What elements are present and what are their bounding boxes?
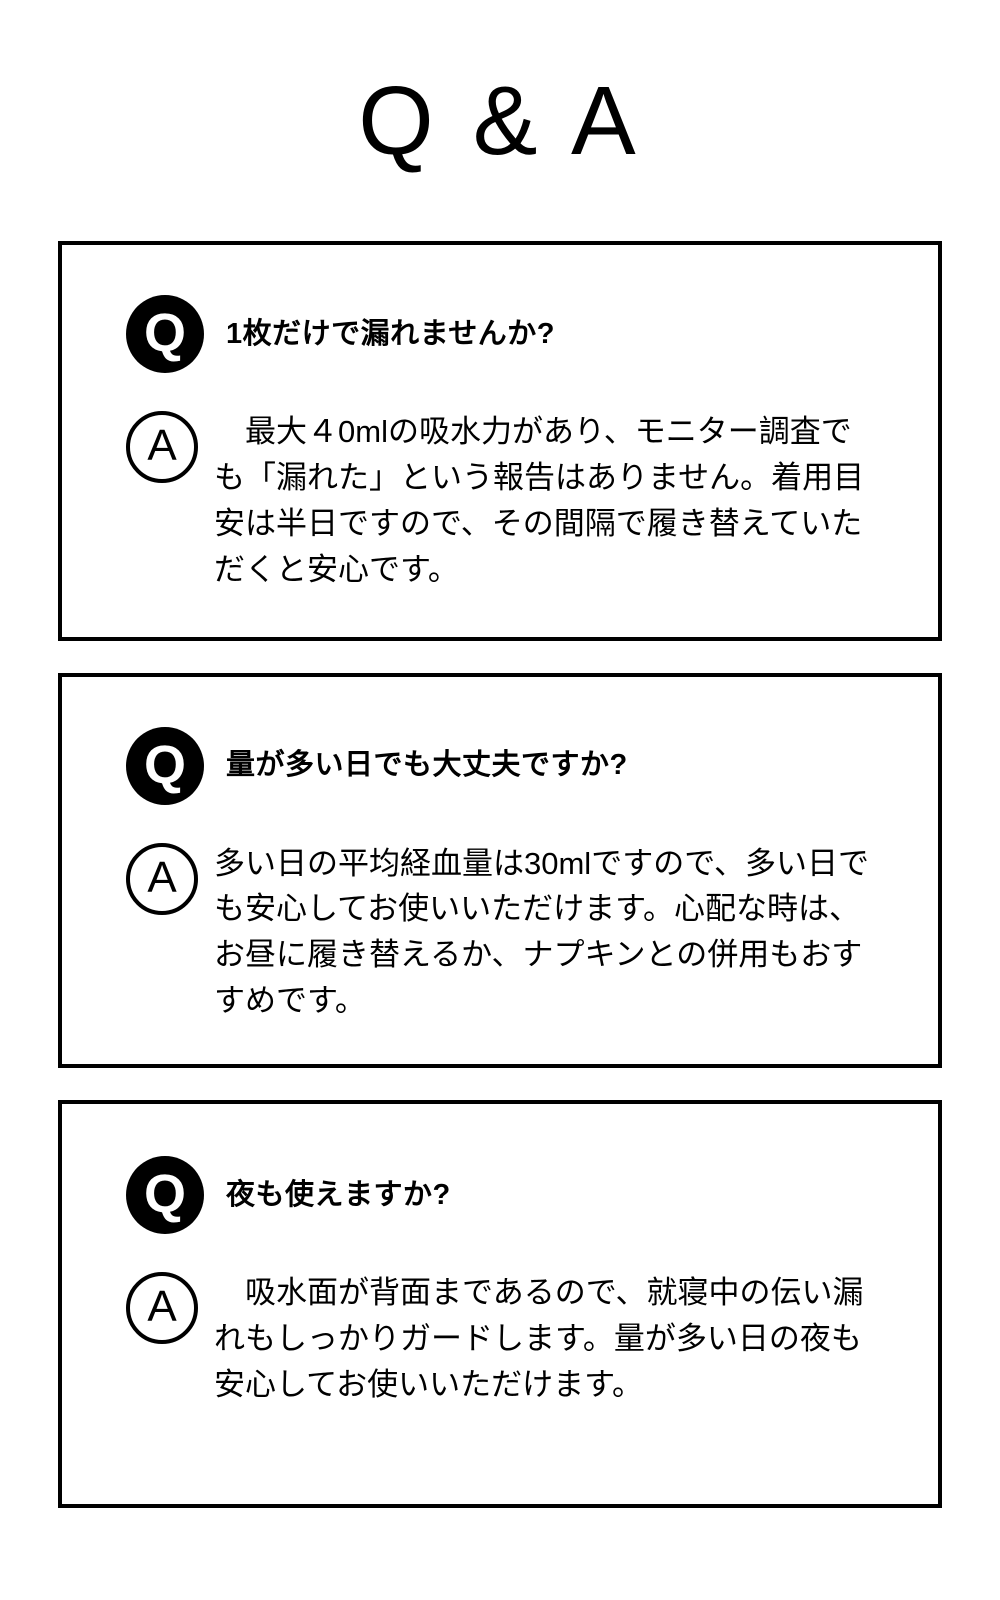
qa-card: Q 夜も使えますか? A 吸水面が背面まであるので、就寝中の伝い漏れもしっかりガ… <box>58 1100 942 1508</box>
question-text: 1枚だけで漏れませんか? <box>226 317 555 350</box>
question-row: Q 夜も使えますか? <box>126 1156 908 1234</box>
question-row: Q 量が多い日でも大丈夫ですか? <box>126 726 908 805</box>
page-title: Q & A <box>358 66 642 175</box>
question-badge-icon: Q <box>126 726 204 805</box>
question-badge-icon: Q <box>126 295 204 373</box>
qa-card: Q 1枚だけで漏れませんか? A 最大４0mlの吸水力があり、モニター調査でも「… <box>58 241 942 641</box>
question-badge-label: Q <box>143 1164 186 1224</box>
question-text: 夜も使えますか? <box>226 1178 451 1211</box>
answer-badge-icon: A <box>126 842 198 915</box>
answer-text: 吸水面が背面まであるので、就寝中の伝い漏れもしっかりガードします。量が多い日の夜… <box>214 1275 864 1402</box>
question-row: Q 1枚だけで漏れませんか? <box>126 295 908 373</box>
qa-card-list: Q 1枚だけで漏れませんか? A 最大４0mlの吸水力があり、モニター調査でも「… <box>58 241 942 1508</box>
answer-badge-label: A <box>147 421 177 470</box>
question-badge-label: Q <box>143 303 186 363</box>
qa-card: Q 量が多い日でも大丈夫ですか? A 多い日の平均経血量は30mlですので、多い… <box>58 672 942 1068</box>
answer-row: A 多い日の平均経血量は30mlですので、多い日でも安心してお使いいただけます。… <box>126 841 908 1025</box>
answer-badge-label: A <box>147 852 177 902</box>
answer-badge-icon: A <box>126 411 198 483</box>
answer-row: A 最大４0mlの吸水力があり、モニター調査でも「漏れた」という報告はありません… <box>126 409 908 593</box>
answer-text: 多い日の平均経血量は30mlですので、多い日でも安心してお使いいただけます。心配… <box>214 845 869 1019</box>
question-badge-icon: Q <box>126 1156 204 1234</box>
answer-badge-icon: A <box>126 1272 198 1344</box>
question-text: 量が多い日でも大丈夫ですか? <box>226 749 628 782</box>
answer-text: 最大４0mlの吸水力があり、モニター調査でも「漏れた」という報告はありません。着… <box>214 414 865 587</box>
answer-row: A 吸水面が背面まであるので、就寝中の伝い漏れもしっかりガードします。量が多い日… <box>126 1270 908 1408</box>
answer-badge-label: A <box>147 1282 177 1331</box>
question-badge-label: Q <box>143 734 186 795</box>
